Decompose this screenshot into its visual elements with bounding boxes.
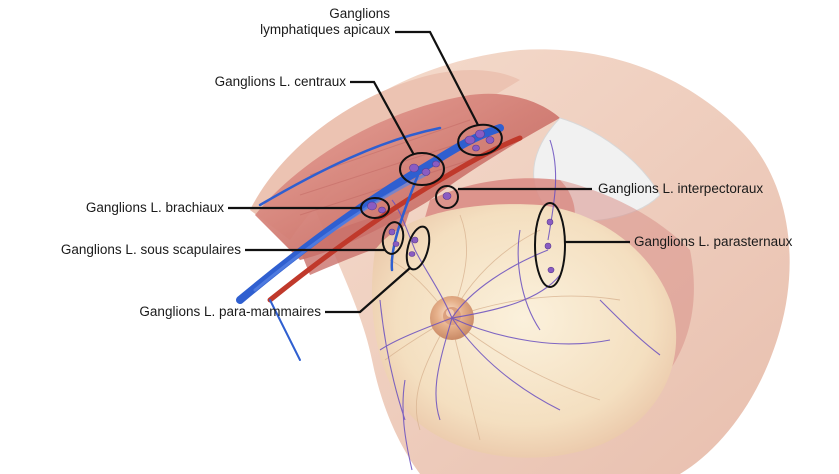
label-apicaux: Ganglions lymphatiques apicaux	[220, 6, 390, 38]
label-apicaux-line2: lymphatiques apicaux	[220, 22, 390, 38]
label-sous-scapulaires: Ganglions L. sous scapulaires	[4, 242, 241, 258]
label-apicaux-line1: Ganglions	[220, 6, 390, 22]
label-interpectoraux: Ganglions L. interpectoraux	[598, 181, 834, 197]
label-para-mammaires: Ganglions L. para-mammaires	[70, 304, 321, 320]
label-parasternaux: Ganglions L. parasternaux	[634, 234, 834, 250]
label-brachiaux: Ganglions L. brachiaux	[20, 200, 224, 216]
label-centraux: Ganglions L. centraux	[150, 74, 346, 90]
